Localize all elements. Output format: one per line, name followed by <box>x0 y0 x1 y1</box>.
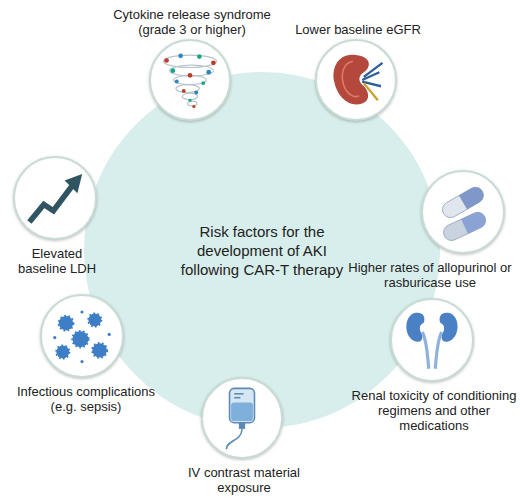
center-circle: Risk factors for the development of AKI … <box>84 72 440 428</box>
risk-factor-circle: IV contrast material exposure <box>201 377 283 459</box>
risk-factor-label: Higher rates of allopurinol or rasburica… <box>344 260 516 290</box>
virus-icon <box>42 296 122 376</box>
iv-bag-icon <box>203 379 281 457</box>
risk-factor-circle: Cytokine release syndrome (grade 3 or hi… <box>149 39 231 121</box>
risk-factor-label: Infectious complications (e.g. sepsis) <box>6 384 166 414</box>
risk-factor-circle: Lower baseline eGFR <box>315 39 397 121</box>
center-title: Risk factors for the development of AKI … <box>172 222 352 279</box>
risk-factor-circle: Renal toxicity of conditioning regimens … <box>390 298 474 382</box>
risk-factor-label: Renal toxicity of conditioning regimens … <box>351 388 517 433</box>
kidney-icon <box>317 41 395 119</box>
risk-factor-label: IV contrast material exposure <box>182 465 307 495</box>
risk-factor-circle: Infectious complications (e.g. sepsis) <box>40 294 124 378</box>
pills-icon <box>423 172 503 252</box>
risk-factor-circle: Higher rates of allopurinol or rasburica… <box>421 170 505 254</box>
risk-factor-label: Cytokine release syndrome (grade 3 or hi… <box>105 7 280 37</box>
cytokine-swirl-icon <box>151 41 229 119</box>
kidneys-ureters-icon <box>392 300 472 380</box>
risk-factor-label: Elevated baseline LDH <box>7 246 107 276</box>
rising-arrow-icon <box>15 158 95 238</box>
risk-factor-label: Lower baseline eGFR <box>273 22 443 37</box>
risk-factor-circle: Elevated baseline LDH <box>13 156 97 240</box>
